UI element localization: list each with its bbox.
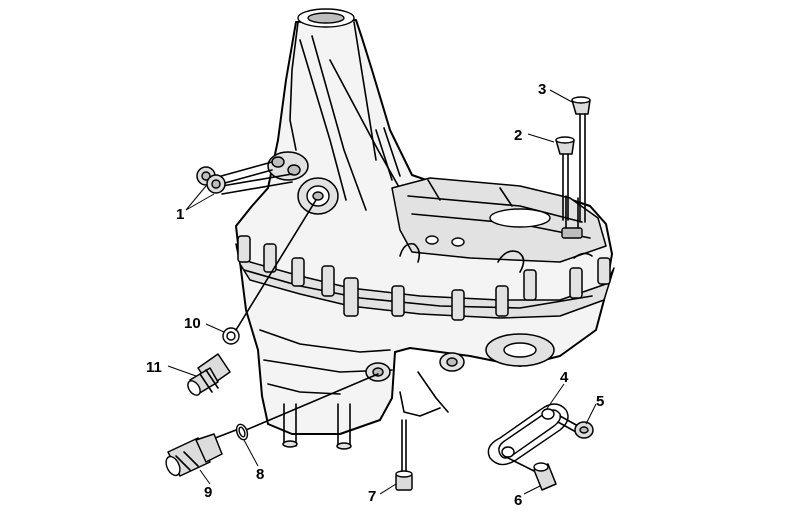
callout-labels: 1 2 3 4 5 6 7 8 9 10 11 (146, 81, 604, 509)
callout-2: 2 (514, 127, 522, 144)
callout-11: 11 (146, 359, 162, 376)
callout-5: 5 (596, 393, 604, 410)
part-7-plug (395, 419, 413, 491)
leader-lines (167, 89, 597, 495)
part-6-bushing (507, 457, 557, 491)
part-8-o-ring (235, 373, 379, 441)
callout-1: 1 (176, 206, 184, 223)
part-10-o-ring (222, 199, 317, 345)
part-2-plug (555, 136, 575, 221)
callout-10: 10 (184, 315, 201, 332)
callout-7: 7 (368, 488, 376, 505)
callout-6: 6 (514, 492, 522, 509)
part-1-bolts (196, 161, 293, 195)
part-11-sensor (187, 353, 231, 396)
callout-8: 8 (256, 466, 264, 483)
callout-9: 9 (204, 484, 212, 501)
part-5-bolt (557, 415, 594, 439)
part-9-sensor (165, 429, 237, 477)
part-3-plug (571, 96, 591, 223)
transfer-case-housing (235, 8, 615, 450)
part-4-gasket (487, 403, 569, 466)
callout-3: 3 (538, 81, 546, 98)
callout-4: 4 (560, 369, 569, 386)
